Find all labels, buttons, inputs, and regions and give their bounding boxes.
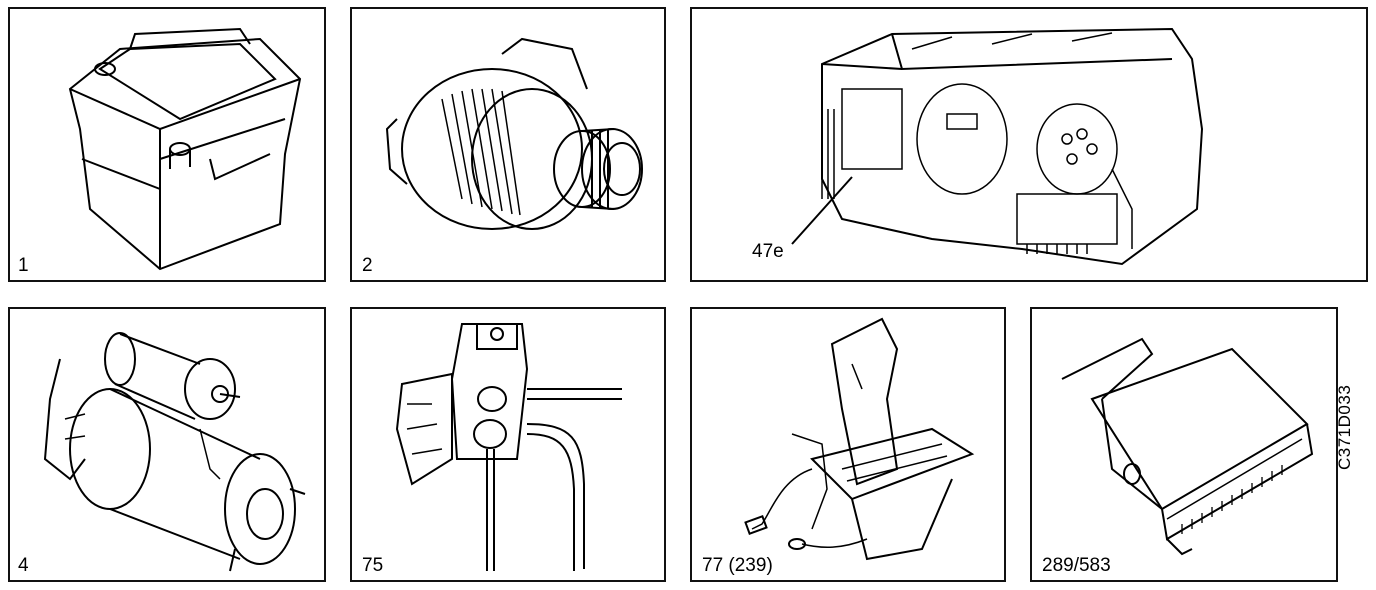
panel-battery: 1	[8, 7, 326, 282]
panel-label: 77 (239)	[702, 555, 773, 576]
battery-icon	[10, 9, 328, 284]
panel-control-module: 289/583	[1030, 307, 1338, 582]
panel-label: 4	[18, 555, 29, 576]
panel-gear-selector: 77 (239)	[690, 307, 1006, 582]
panel-alternator: 2	[350, 7, 666, 282]
panel-label: 1	[18, 255, 29, 276]
starter-motor-icon	[10, 309, 328, 584]
panel-label: 2	[362, 255, 373, 276]
panel-instrument-cluster: 47e	[690, 7, 1368, 282]
gear-selector-icon	[692, 309, 1008, 584]
panel-label: 75	[362, 555, 384, 576]
callout-label: 47e	[752, 241, 784, 262]
alternator-icon	[352, 9, 668, 284]
panel-ground-point: 75	[350, 307, 666, 582]
panel-label: 289/583	[1042, 555, 1111, 576]
control-module-icon	[1032, 309, 1340, 584]
figure-code: C371D033	[1335, 384, 1354, 470]
panel-starter-motor: 4	[8, 307, 326, 582]
instrument-cluster-icon	[692, 9, 1370, 284]
ground-point-icon	[352, 309, 668, 584]
